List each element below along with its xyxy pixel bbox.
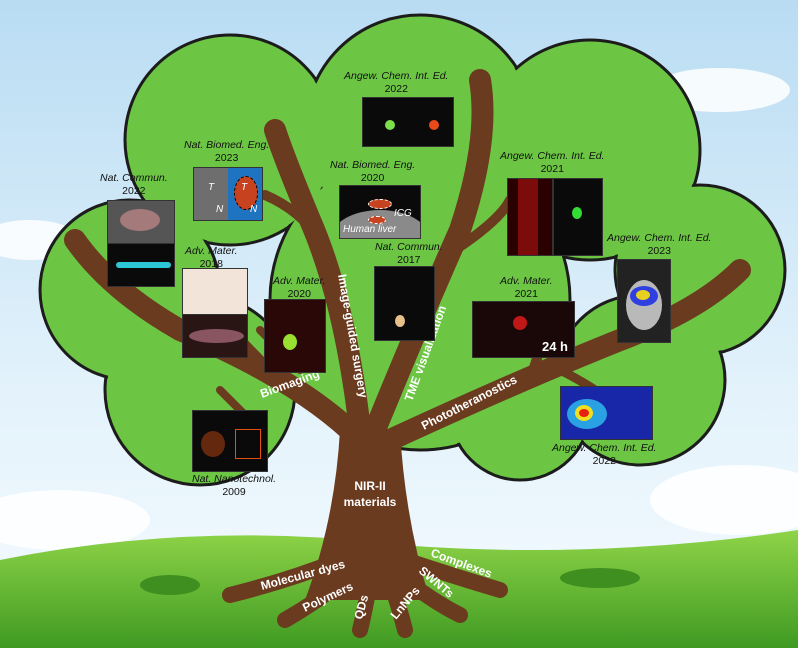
panel-label: Human liver xyxy=(343,224,397,235)
publication-caption: Angew. Chem. Int. Ed.2021 xyxy=(500,150,605,175)
image-panel xyxy=(560,386,653,440)
image-panel: 24 h xyxy=(472,301,575,358)
publication-caption: Nat. Biomed. Eng.2023 xyxy=(184,139,270,164)
publication-caption: Angew. Chem. Int. Ed.2022 xyxy=(552,442,657,467)
publication-caption: Nat. Biomed. Eng.2020 xyxy=(330,159,416,184)
root-label: QDs xyxy=(351,593,371,621)
image-panel xyxy=(182,314,248,358)
publication-caption: Adv. Mater.2020 xyxy=(273,275,326,300)
panel-label: N xyxy=(216,204,224,215)
panel-label: 24 h xyxy=(541,339,568,354)
tree-roots xyxy=(222,552,508,638)
image-panel xyxy=(374,266,435,341)
image-panel xyxy=(192,410,268,472)
image-panel xyxy=(107,243,175,287)
panel-label: T xyxy=(208,182,215,193)
image-panel xyxy=(553,178,603,256)
root-label-line1: NIR-II xyxy=(354,479,385,493)
image-panel xyxy=(107,200,175,244)
publication-caption: Adv. Mater.2018 xyxy=(185,245,238,270)
image-panel xyxy=(182,268,248,316)
publication-caption: Nat. Commun.2017 xyxy=(375,241,443,266)
panel-label: ICG xyxy=(394,208,412,219)
publication-caption: Nat. Commun.2022 xyxy=(100,172,168,197)
image-panel: ICG Human liver xyxy=(339,185,421,239)
image-panel xyxy=(617,259,671,343)
bushes xyxy=(140,568,640,595)
root-label-line2: materials xyxy=(344,495,397,509)
publication-caption: Angew. Chem. Int. Ed.2023 xyxy=(607,232,712,257)
image-panel xyxy=(362,97,454,147)
image-panel: T T N N xyxy=(193,167,263,221)
panel-label: N xyxy=(250,204,258,215)
image-panel xyxy=(507,178,553,256)
publication-caption: Nat. Nanotechnol.2009 xyxy=(192,473,277,498)
clouds xyxy=(0,68,798,550)
publication-caption: Angew. Chem. Int. Ed.2022 xyxy=(344,70,449,95)
publication-caption: Adv. Mater.2021 xyxy=(500,275,553,300)
panel-label: T xyxy=(241,182,248,193)
image-panel xyxy=(264,299,326,373)
